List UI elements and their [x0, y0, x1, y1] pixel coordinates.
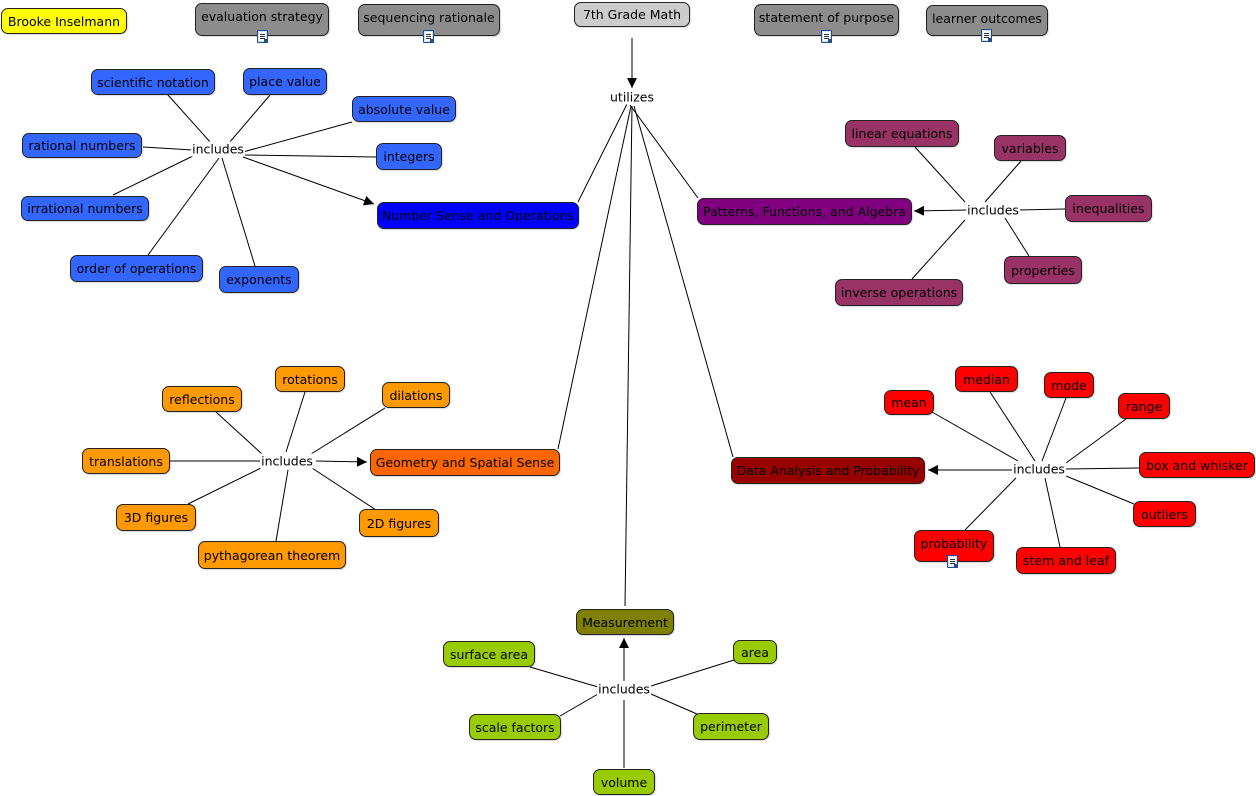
pythagorean-theorem-node[interactable]: pythagorean theorem [198, 541, 346, 569]
rational-numbers-node[interactable]: rational numbers [22, 133, 142, 158]
line-connector [167, 94, 212, 144]
line-connector [989, 391, 1036, 462]
line-connector [187, 466, 264, 505]
irrational-numbers-node[interactable]: irrational numbers [21, 196, 149, 221]
dilations-node[interactable]: dilations [382, 382, 450, 408]
includes-link-label: includes [1012, 461, 1066, 477]
document-icon[interactable] [981, 29, 992, 42]
line-connector [1017, 208, 1066, 211]
area-node[interactable]: area [733, 640, 777, 664]
stem-and-leaf-node[interactable]: stem and leaf [1016, 547, 1116, 574]
line-connector [275, 469, 289, 542]
mean-node[interactable]: mean [884, 390, 934, 415]
line-connector [228, 94, 271, 144]
translations-node[interactable]: translations [82, 448, 170, 474]
line-connector [1065, 475, 1135, 505]
line-connector [1044, 477, 1061, 548]
includes-link-label: includes [260, 453, 314, 469]
line-connector [529, 666, 599, 688]
line-connector [221, 157, 256, 267]
line-connector [112, 154, 196, 196]
line-connector [142, 146, 194, 151]
line-connector [242, 154, 377, 158]
patterns-functions-algebra-node[interactable]: Patterns, Functions, and Algebra [697, 198, 912, 225]
line-connector [931, 411, 1019, 462]
line-connector [311, 467, 377, 511]
line-connector [310, 407, 386, 455]
3d-figures-node[interactable]: 3D figures [116, 504, 196, 531]
median-node[interactable]: median [955, 366, 1018, 392]
line-connector [1065, 467, 1140, 470]
line-connector [1004, 217, 1030, 257]
inverse-operations-node[interactable]: inverse operations [835, 279, 963, 306]
includes-link-label: includes [597, 681, 651, 697]
line-connector [557, 105, 632, 450]
document-icon[interactable] [257, 30, 268, 43]
measurement-node[interactable]: Measurement [576, 609, 674, 635]
outliers-node[interactable]: outliers [1133, 501, 1196, 527]
line-connector [914, 146, 966, 203]
line-connector [559, 693, 599, 717]
line-connector [242, 121, 353, 153]
document-icon[interactable] [821, 30, 832, 43]
includes-link-label: includes [191, 141, 245, 157]
inequalities-node[interactable]: inequalities [1065, 195, 1152, 222]
line-connector [629, 104, 699, 199]
root-node[interactable]: 7th Grade Math [574, 2, 690, 27]
variables-node[interactable]: variables [994, 135, 1066, 161]
line-connector [650, 693, 698, 715]
line-connector [577, 103, 628, 203]
arrow-connector [242, 156, 375, 206]
line-connector [624, 105, 633, 607]
statement-of-purpose-node[interactable]: statement of purpose [754, 4, 899, 36]
order-of-operations-node[interactable]: order of operations [70, 255, 203, 282]
line-connector [911, 219, 966, 280]
line-connector [633, 105, 734, 458]
perimeter-node[interactable]: perimeter [693, 713, 769, 740]
place-value-node[interactable]: place value [243, 68, 327, 95]
reflections-node[interactable]: reflections [162, 386, 242, 412]
volume-node[interactable]: volume [593, 769, 655, 795]
scientific-notation-node[interactable]: scientific notation [91, 69, 215, 95]
scale-factors-node[interactable]: scale factors [469, 714, 561, 740]
mode-node[interactable]: mode [1044, 372, 1094, 398]
line-connector [147, 157, 220, 256]
surface-area-node[interactable]: surface area [443, 641, 535, 667]
utilizes-link-label: utilizes [608, 89, 656, 105]
data-analysis-node[interactable]: Data Analysis and Probability [731, 457, 925, 484]
arrow-connector [315, 456, 368, 467]
line-connector [215, 411, 263, 455]
box-and-whisker-node[interactable]: box and whisker [1139, 452, 1255, 478]
author-node[interactable]: Brooke Inselmann [1, 8, 127, 34]
document-icon[interactable] [947, 555, 958, 568]
includes-link-label: includes [966, 202, 1020, 218]
document-icon[interactable] [423, 30, 434, 43]
line-connector [1041, 397, 1067, 462]
geometry-node[interactable]: Geometry and Spatial Sense [370, 449, 560, 476]
integers-node[interactable]: integers [376, 143, 442, 170]
number-sense-node[interactable]: Number Sense and Operations [377, 202, 579, 229]
linear-equations-node[interactable]: linear equations [845, 120, 959, 147]
line-connector [1065, 418, 1127, 464]
line-connector [964, 477, 1017, 531]
range-node[interactable]: range [1118, 393, 1170, 419]
properties-node[interactable]: properties [1004, 256, 1082, 284]
line-connector [984, 160, 1022, 203]
rotations-node[interactable]: rotations [275, 366, 345, 392]
line-connector [650, 659, 735, 687]
exponents-node[interactable]: exponents [219, 266, 299, 293]
line-connector [285, 391, 306, 453]
absolute-value-node[interactable]: absolute value [352, 96, 456, 122]
2d-figures-node[interactable]: 2D figures [359, 509, 439, 537]
arrow-connector [913, 205, 969, 216]
